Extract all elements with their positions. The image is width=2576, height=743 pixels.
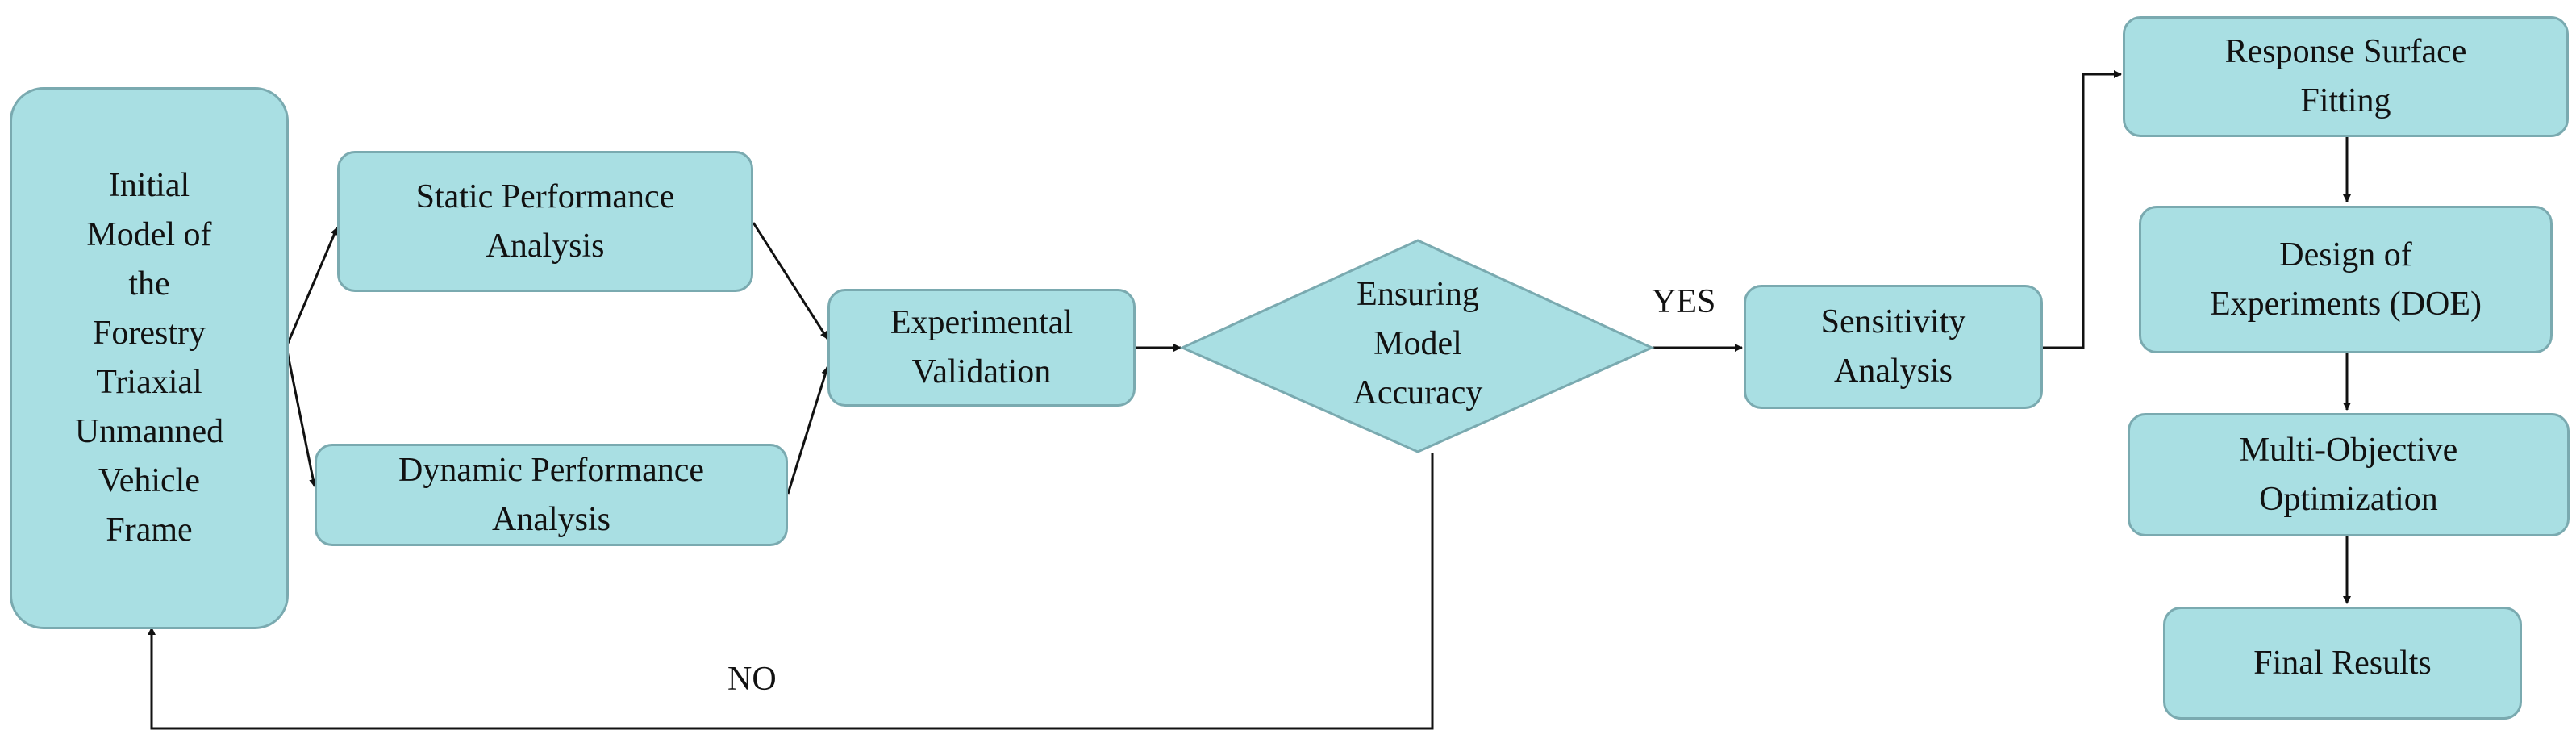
multi-objective-node: Multi-Objective Optimization bbox=[2128, 413, 2570, 536]
initial-model-line: Unmanned bbox=[74, 412, 224, 450]
static-performance-node: Static Performance Analysis bbox=[337, 151, 753, 292]
response-surface-line: Response Surface bbox=[2224, 33, 2467, 71]
sensitivity-analysis-text: Sensitivity Analysis bbox=[1821, 298, 1966, 396]
initial-model-text: Initial Model of the Forestry Triaxial U… bbox=[75, 161, 223, 554]
arrow-static-to-experimental bbox=[752, 222, 829, 340]
doe-line: Experiments (DOE) bbox=[2209, 285, 2482, 323]
decision-line: Model bbox=[1373, 324, 1462, 362]
response-surface-line: Fitting bbox=[2300, 82, 2391, 119]
sensitivity-analysis-node: Sensitivity Analysis bbox=[1744, 285, 2043, 409]
decision-line: Ensuring bbox=[1357, 276, 1479, 313]
multi-objective-text: Multi-Objective Optimization bbox=[2240, 426, 2458, 524]
decision-diamond-shape bbox=[1179, 239, 1655, 453]
experimental-validation-text: Experimental Validation bbox=[890, 298, 1073, 397]
response-surface-node: Response Surface Fitting bbox=[2123, 16, 2569, 137]
dynamic-performance-line: Dynamic Performance bbox=[398, 451, 704, 489]
static-performance-line: Analysis bbox=[486, 227, 605, 265]
multi-objective-line: Optimization bbox=[2259, 480, 2438, 518]
response-surface-text: Response Surface Fitting bbox=[2225, 27, 2467, 126]
initial-model-line: Initial bbox=[108, 167, 190, 205]
ensuring-accuracy-decision: Ensuring Model Accuracy bbox=[1290, 270, 1545, 418]
dynamic-performance-node: Dynamic Performance Analysis bbox=[315, 444, 788, 546]
arrow-sensitivity-to-response bbox=[2043, 70, 2122, 349]
doe-line: Design of bbox=[2279, 236, 2412, 273]
experimental-validation-line: Validation bbox=[911, 353, 1052, 390]
static-performance-line: Static Performance bbox=[415, 177, 675, 215]
initial-model-line: Frame bbox=[106, 511, 193, 549]
initial-model-line: Model of bbox=[86, 216, 212, 254]
final-results-line: Final Results bbox=[2253, 644, 2432, 682]
decision-line: Accuracy bbox=[1353, 374, 1483, 411]
yes-label: YES bbox=[1652, 283, 1716, 320]
doe-node: Design of Experiments (DOE) bbox=[2139, 206, 2553, 353]
arrow-initial-to-dynamic bbox=[285, 346, 318, 487]
sensitivity-line: Sensitivity bbox=[1820, 303, 1966, 341]
multi-objective-line: Multi-Objective bbox=[2239, 431, 2458, 469]
experimental-validation-line: Experimental bbox=[890, 304, 1073, 342]
final-results-text: Final Results bbox=[2253, 639, 2432, 688]
experimental-validation-node: Experimental Validation bbox=[827, 289, 1136, 407]
dynamic-performance-line: Analysis bbox=[491, 500, 611, 538]
arrow-dynamic-to-experimental bbox=[786, 366, 830, 495]
arrow-initial-to-static bbox=[285, 227, 339, 348]
doe-text: Design of Experiments (DOE) bbox=[2210, 231, 2482, 329]
initial-model-line: Vehicle bbox=[98, 461, 200, 499]
sensitivity-line: Analysis bbox=[1833, 353, 1953, 390]
initial-model-line: Triaxial bbox=[96, 364, 202, 401]
arrow-no-feedback bbox=[148, 453, 1434, 730]
initial-model-line: Forestry bbox=[92, 315, 206, 353]
final-results-node: Final Results bbox=[2163, 607, 2522, 720]
no-label: NO bbox=[727, 661, 777, 698]
dynamic-performance-text: Dynamic Performance Analysis bbox=[398, 446, 704, 545]
initial-model-node: Initial Model of the Forestry Triaxial U… bbox=[10, 87, 289, 629]
initial-model-line: the bbox=[128, 265, 170, 303]
static-performance-text: Static Performance Analysis bbox=[416, 173, 675, 271]
